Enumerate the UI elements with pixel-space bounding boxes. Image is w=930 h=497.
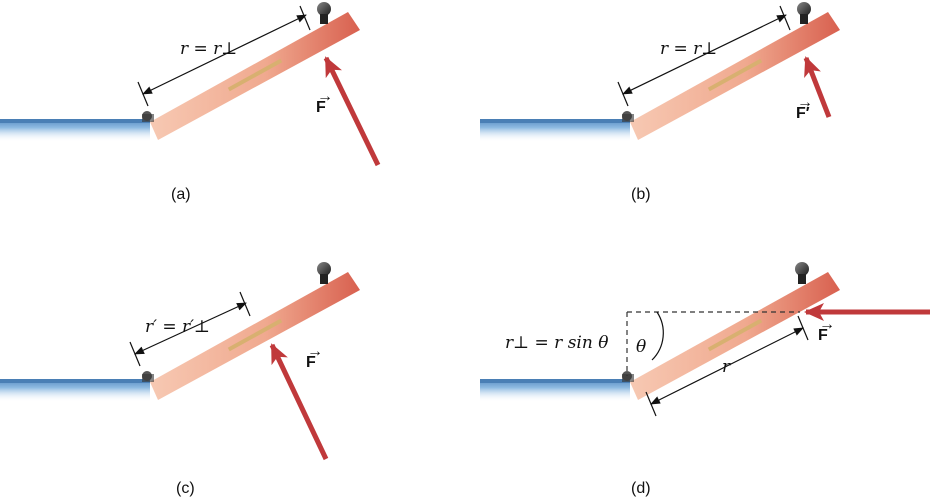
vector-arrow-icon: → <box>307 343 323 360</box>
hinge-icon <box>622 371 634 382</box>
panel-b: r = r⊥ F′ → (b) <box>480 2 842 203</box>
force-arrow <box>269 343 329 461</box>
vector-arrow-icon: → <box>317 88 333 105</box>
force-label: F <box>818 327 828 344</box>
r-dimension <box>650 327 804 405</box>
panel-d: θ r F → r⊥ = r sin θ (d) <box>480 262 930 497</box>
panel-a: r = r⊥ F → (a) <box>0 2 381 203</box>
angle-label: θ <box>636 337 646 357</box>
r-label: r <box>722 357 731 377</box>
door <box>150 12 362 140</box>
force-arrow <box>323 56 381 167</box>
lever-arm-dimension <box>142 14 307 95</box>
force-label: F <box>316 99 326 116</box>
vector-arrow-icon: → <box>819 316 835 333</box>
hinge-icon <box>622 111 634 122</box>
caption-b: (b) <box>631 186 651 203</box>
lever-arm-label: r = r⊥ <box>180 39 237 59</box>
perpendicular-label: r⊥ = r sin θ <box>505 333 608 353</box>
wall-top <box>480 379 630 383</box>
doorknob-icon <box>795 262 809 284</box>
vector-arrow-icon: → <box>797 94 813 111</box>
wall-top <box>0 379 150 383</box>
hinge-icon <box>142 111 154 122</box>
doorknob-icon <box>797 2 811 24</box>
force-arrow <box>803 56 832 118</box>
lever-arm-label: r′ = r′⊥ <box>145 317 210 337</box>
caption-d: (d) <box>631 480 651 497</box>
lever-arm-dimension <box>134 302 247 355</box>
wall-top <box>480 119 630 123</box>
hinge-icon <box>142 371 154 382</box>
lever-arm-dimension <box>622 14 787 95</box>
doorknob-icon <box>317 2 331 24</box>
force-label: F <box>306 354 316 371</box>
panel-c: r′ = r′⊥ F → (c) <box>0 262 362 497</box>
door <box>630 272 842 400</box>
angle-arc <box>651 311 664 361</box>
caption-c: (c) <box>176 480 195 497</box>
caption-a: (a) <box>171 186 191 203</box>
force-label: F′ <box>796 105 810 122</box>
wall <box>0 380 150 402</box>
wall <box>0 120 150 142</box>
wall <box>480 380 630 402</box>
lever-arm-label: r = r⊥ <box>660 39 717 59</box>
door <box>630 12 842 140</box>
wall <box>480 120 630 142</box>
wall-top <box>0 119 150 123</box>
doorknob-icon <box>317 262 331 284</box>
